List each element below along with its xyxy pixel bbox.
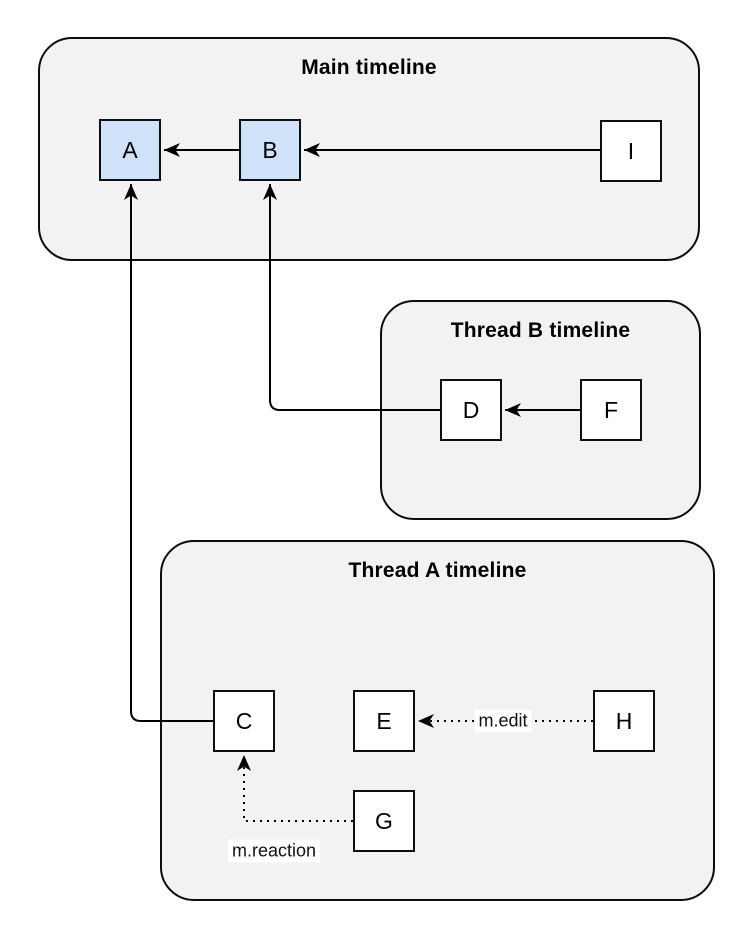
- node-a-label: A: [122, 136, 138, 163]
- node-h: H: [593, 690, 655, 752]
- node-g: G: [353, 790, 415, 852]
- node-c: C: [213, 690, 275, 752]
- node-d-label: D: [462, 396, 480, 423]
- node-b: B: [239, 119, 301, 181]
- edge-label-m-edit: m.edit: [474, 709, 532, 733]
- node-e-label: E: [376, 707, 392, 734]
- node-h-label: H: [615, 707, 633, 734]
- node-f: F: [580, 379, 642, 441]
- container-title-thread-a: Thread A timeline: [348, 559, 527, 582]
- node-i: I: [600, 120, 662, 182]
- container-title-thread-b: Thread B timeline: [450, 319, 631, 342]
- node-d: D: [440, 379, 502, 441]
- node-c-label: C: [235, 707, 253, 734]
- node-e: E: [353, 690, 415, 752]
- container-title-main: Main timeline: [301, 56, 437, 79]
- node-a: A: [99, 119, 161, 181]
- node-b-label: B: [262, 136, 278, 163]
- node-f-label: F: [603, 396, 619, 423]
- node-g-label: G: [375, 807, 393, 834]
- container-thread-b-timeline: Thread B timeline: [380, 300, 701, 520]
- edge-label-m-reaction: m.reaction: [227, 839, 321, 863]
- node-i-label: I: [627, 137, 635, 164]
